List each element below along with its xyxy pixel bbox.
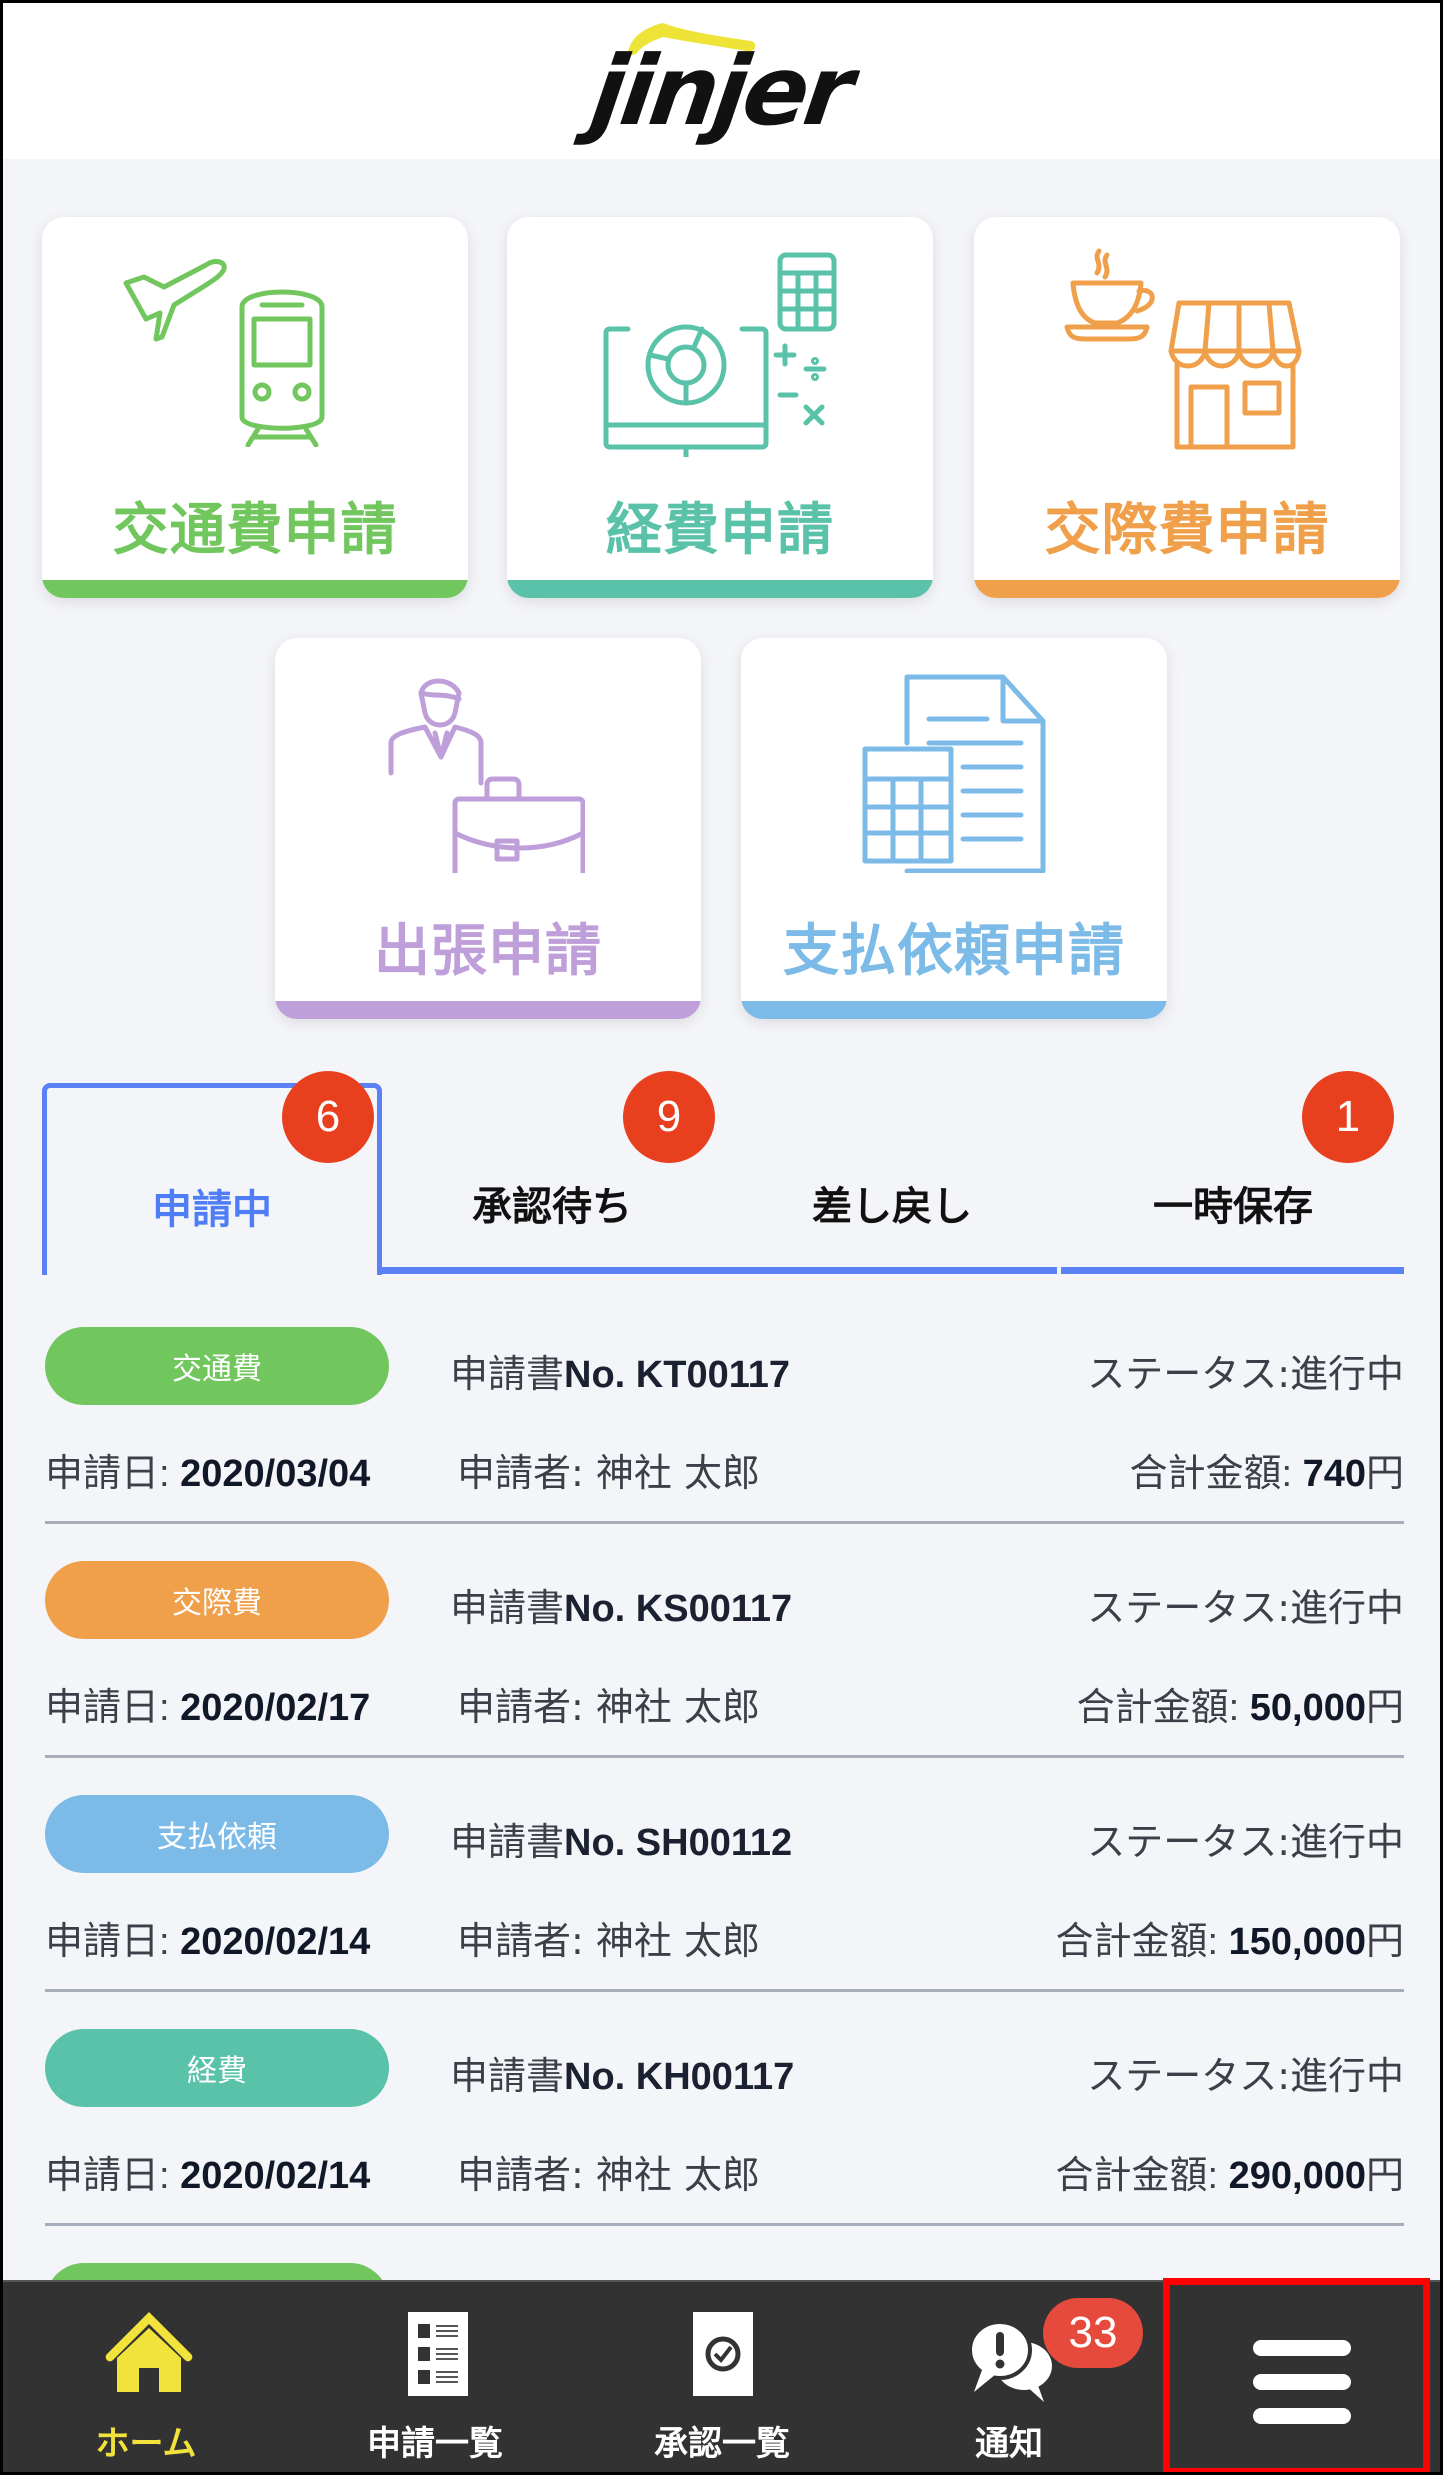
nav-label: 通知 <box>975 2424 1043 2464</box>
category-pill: 経費 <box>45 2029 389 2107</box>
applicant: 申請者: 神社 太郎 <box>457 2153 760 2197</box>
tab-underline <box>382 1267 1057 1274</box>
list-item[interactable]: 交通費 申請書No. KT00117 ステータス:進行中 申請日: 2020/0… <box>42 1327 1404 1561</box>
category-pill: 交際費 <box>45 1561 389 1639</box>
plane-train-icon <box>123 259 325 447</box>
divider <box>45 1989 1404 1992</box>
nav-home[interactable]: ホーム <box>3 2282 293 2472</box>
tab-label: 差し戻し <box>812 1184 972 1230</box>
nav-approval-list[interactable]: 承認一覧 <box>577 2282 867 2472</box>
tab-underline <box>1061 1267 1404 1274</box>
tab-count-badge: 6 <box>282 1071 374 1163</box>
tile-label: 出張申請 <box>374 919 602 984</box>
tab-count-badge: 1 <box>1302 1071 1394 1163</box>
tile-label: 経費申請 <box>606 498 834 563</box>
total-amount: 合計金額: 290,000円 <box>1055 2155 1404 2197</box>
application-date: 申請日: 2020/02/14 <box>45 1921 371 1963</box>
document-number: 申請書No. KS00117 <box>450 1588 793 1630</box>
tile-business-trip[interactable]: 出張申請 <box>275 638 701 1019</box>
list-item[interactable]: 経費 申請書No. KH00117 ステータス:進行中 申請日: 2020/02… <box>42 2029 1404 2263</box>
tile-label: 支払依頼申請 <box>783 919 1125 984</box>
logo-roof-icon <box>627 23 756 56</box>
applicant: 申請者: 神社 太郎 <box>457 1685 760 1729</box>
monitor-calculator-icon <box>603 252 837 457</box>
total-amount: 合計金額: 50,000円 <box>1076 1687 1404 1729</box>
list-item[interactable]: 交際費 申請書No. KS00117 ステータス:進行中 申請日: 2020/0… <box>42 1561 1404 1795</box>
tile-color-bar <box>507 580 933 598</box>
application-list-icon <box>408 2312 468 2396</box>
tile-label: 交通費申請 <box>112 498 398 563</box>
tab-returned[interactable]: 差し戻し <box>722 1083 1062 1275</box>
status-text: ステータス:進行中 <box>1087 1586 1404 1630</box>
status-text: ステータス:進行中 <box>1087 2054 1404 2098</box>
bottom-navigation: ホーム 申請一覧 承認一覧 <box>3 2280 1440 2472</box>
status-tabs: 申請中 承認待ち 差し戻し 一時保存 6 9 1 <box>42 1071 1404 1275</box>
nav-label: 承認一覧 <box>654 2424 790 2464</box>
document-number: 申請書No. KH00117 <box>450 2056 795 2098</box>
document-number: 申請書No. KT00117 <box>450 1354 791 1396</box>
total-amount: 合計金額: 740円 <box>1129 1453 1404 1495</box>
coffee-shop-icon <box>1064 248 1302 450</box>
status-text: ステータス:進行中 <box>1087 1820 1404 1864</box>
tab-awaiting-approval[interactable]: 承認待ち <box>382 1083 722 1275</box>
nav-label: ホーム <box>95 2424 197 2464</box>
tile-color-bar <box>974 580 1400 598</box>
jinjer-logo[interactable]: jinjer <box>583 13 873 147</box>
tile-color-bar <box>275 1001 701 1019</box>
approval-list-icon <box>693 2312 753 2396</box>
tile-expense[interactable]: 経費申請 <box>507 217 933 598</box>
tile-color-bar <box>741 1001 1167 1019</box>
list-item[interactable]: 支払依頼 申請書No. SH00112 ステータス:進行中 申請日: 2020/… <box>42 1795 1404 2029</box>
total-amount: 合計金額: 150,000円 <box>1055 1921 1404 1963</box>
notification-count-badge: 33 <box>1043 2298 1143 2368</box>
businessman-briefcase-icon <box>388 678 585 873</box>
divider <box>45 1755 1404 1758</box>
tab-label: 承認待ち <box>472 1184 632 1230</box>
application-date: 申請日: 2020/02/14 <box>45 2155 371 2197</box>
logo-text: jinjer <box>585 35 857 147</box>
app-screen: jinjer 交通費申請 <box>3 3 1440 2472</box>
application-date: 申請日: 2020/03/04 <box>45 1453 371 1495</box>
applicant: 申請者: 神社 太郎 <box>457 1919 760 1963</box>
notification-icon <box>968 2320 1052 2402</box>
category-pill: 支払依頼 <box>45 1795 389 1873</box>
tile-payment-request[interactable]: 支払依頼申請 <box>741 638 1167 1019</box>
nav-application-list[interactable]: 申請一覧 <box>290 2282 580 2472</box>
tab-count-badge: 9 <box>623 1071 715 1163</box>
nav-notifications[interactable]: 通知 <box>864 2282 1154 2472</box>
status-text: ステータス:進行中 <box>1087 1352 1404 1396</box>
applicant: 申請者: 神社 太郎 <box>457 1451 760 1495</box>
document-calculator-icon <box>862 674 1046 873</box>
document-number: 申請書No. SH00112 <box>450 1822 793 1864</box>
tab-label: 一時保存 <box>1153 1184 1313 1230</box>
tile-entertainment-expense[interactable]: 交際費申請 <box>974 217 1400 598</box>
tab-draft[interactable]: 一時保存 <box>1062 1083 1404 1275</box>
application-date: 申請日: 2020/02/17 <box>45 1687 371 1729</box>
tile-transport-expense[interactable]: 交通費申請 <box>42 217 468 598</box>
tile-color-bar <box>42 580 468 598</box>
tab-label: 申請中 <box>152 1186 272 1233</box>
hamburger-menu-icon <box>1253 2340 1351 2424</box>
divider <box>45 2223 1404 2226</box>
nav-label: 申請一覧 <box>367 2424 503 2464</box>
home-icon <box>105 2312 193 2392</box>
category-pill: 交通費 <box>45 1327 389 1405</box>
nav-menu-button[interactable] <box>1161 2282 1440 2472</box>
tile-label: 交際費申請 <box>1044 498 1330 563</box>
header: jinjer <box>3 3 1440 159</box>
divider <box>45 1521 1404 1524</box>
